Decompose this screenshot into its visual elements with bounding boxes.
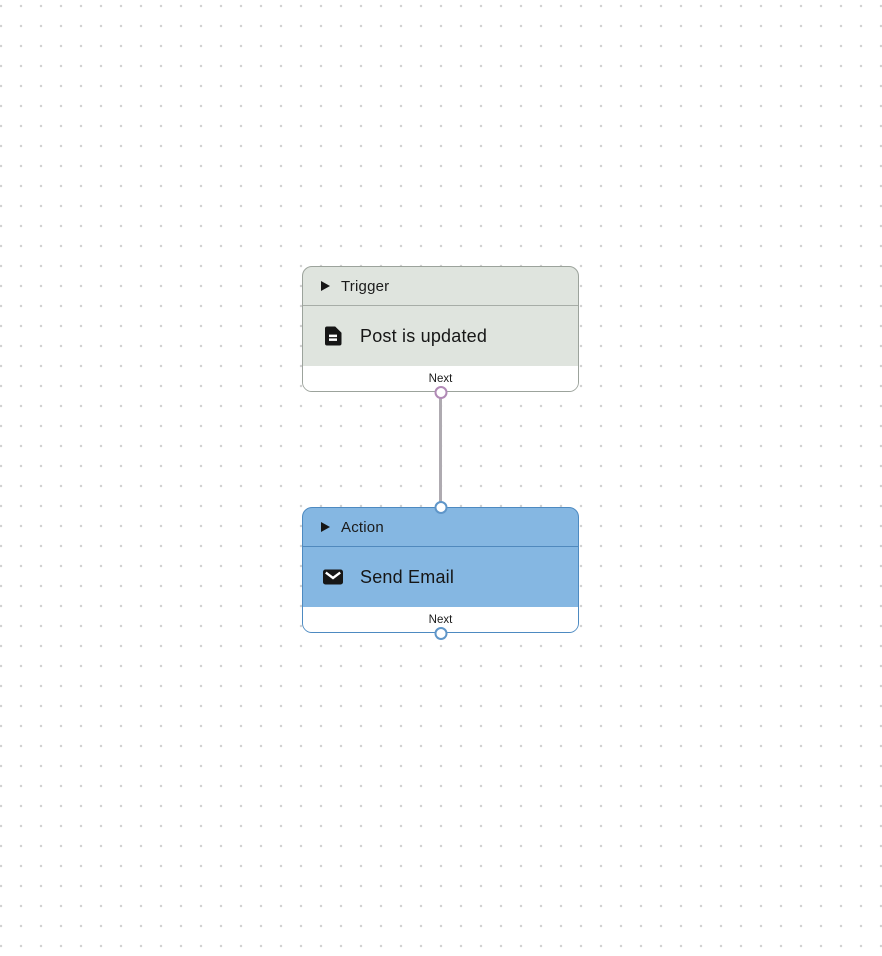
collapse-caret-icon[interactable] — [321, 281, 330, 291]
collapse-caret-icon[interactable] — [321, 522, 330, 532]
trigger-output-port[interactable] — [434, 385, 447, 399]
node-type-label: Trigger — [341, 277, 390, 295]
node-trigger-body[interactable]: Post is updated — [303, 306, 578, 366]
action-output-port[interactable] — [434, 626, 447, 640]
mail-icon — [321, 565, 345, 589]
next-label: Next — [428, 372, 453, 385]
node-title: Send Email — [360, 566, 455, 587]
node-trigger[interactable]: Trigger Post is updated Next — [302, 266, 579, 399]
node-type-label: Action — [341, 518, 384, 536]
node-action-header[interactable]: Action — [303, 508, 578, 547]
node-title: Post is updated — [360, 325, 488, 346]
connector-line — [439, 393, 442, 508]
action-input-port[interactable] — [434, 500, 447, 514]
node-trigger-header[interactable]: Trigger — [303, 267, 578, 306]
node-action[interactable]: Action Send Email Next — [302, 500, 579, 640]
next-label: Next — [428, 613, 453, 626]
node-action-body[interactable]: Send Email — [303, 547, 578, 607]
document-icon — [321, 324, 345, 348]
